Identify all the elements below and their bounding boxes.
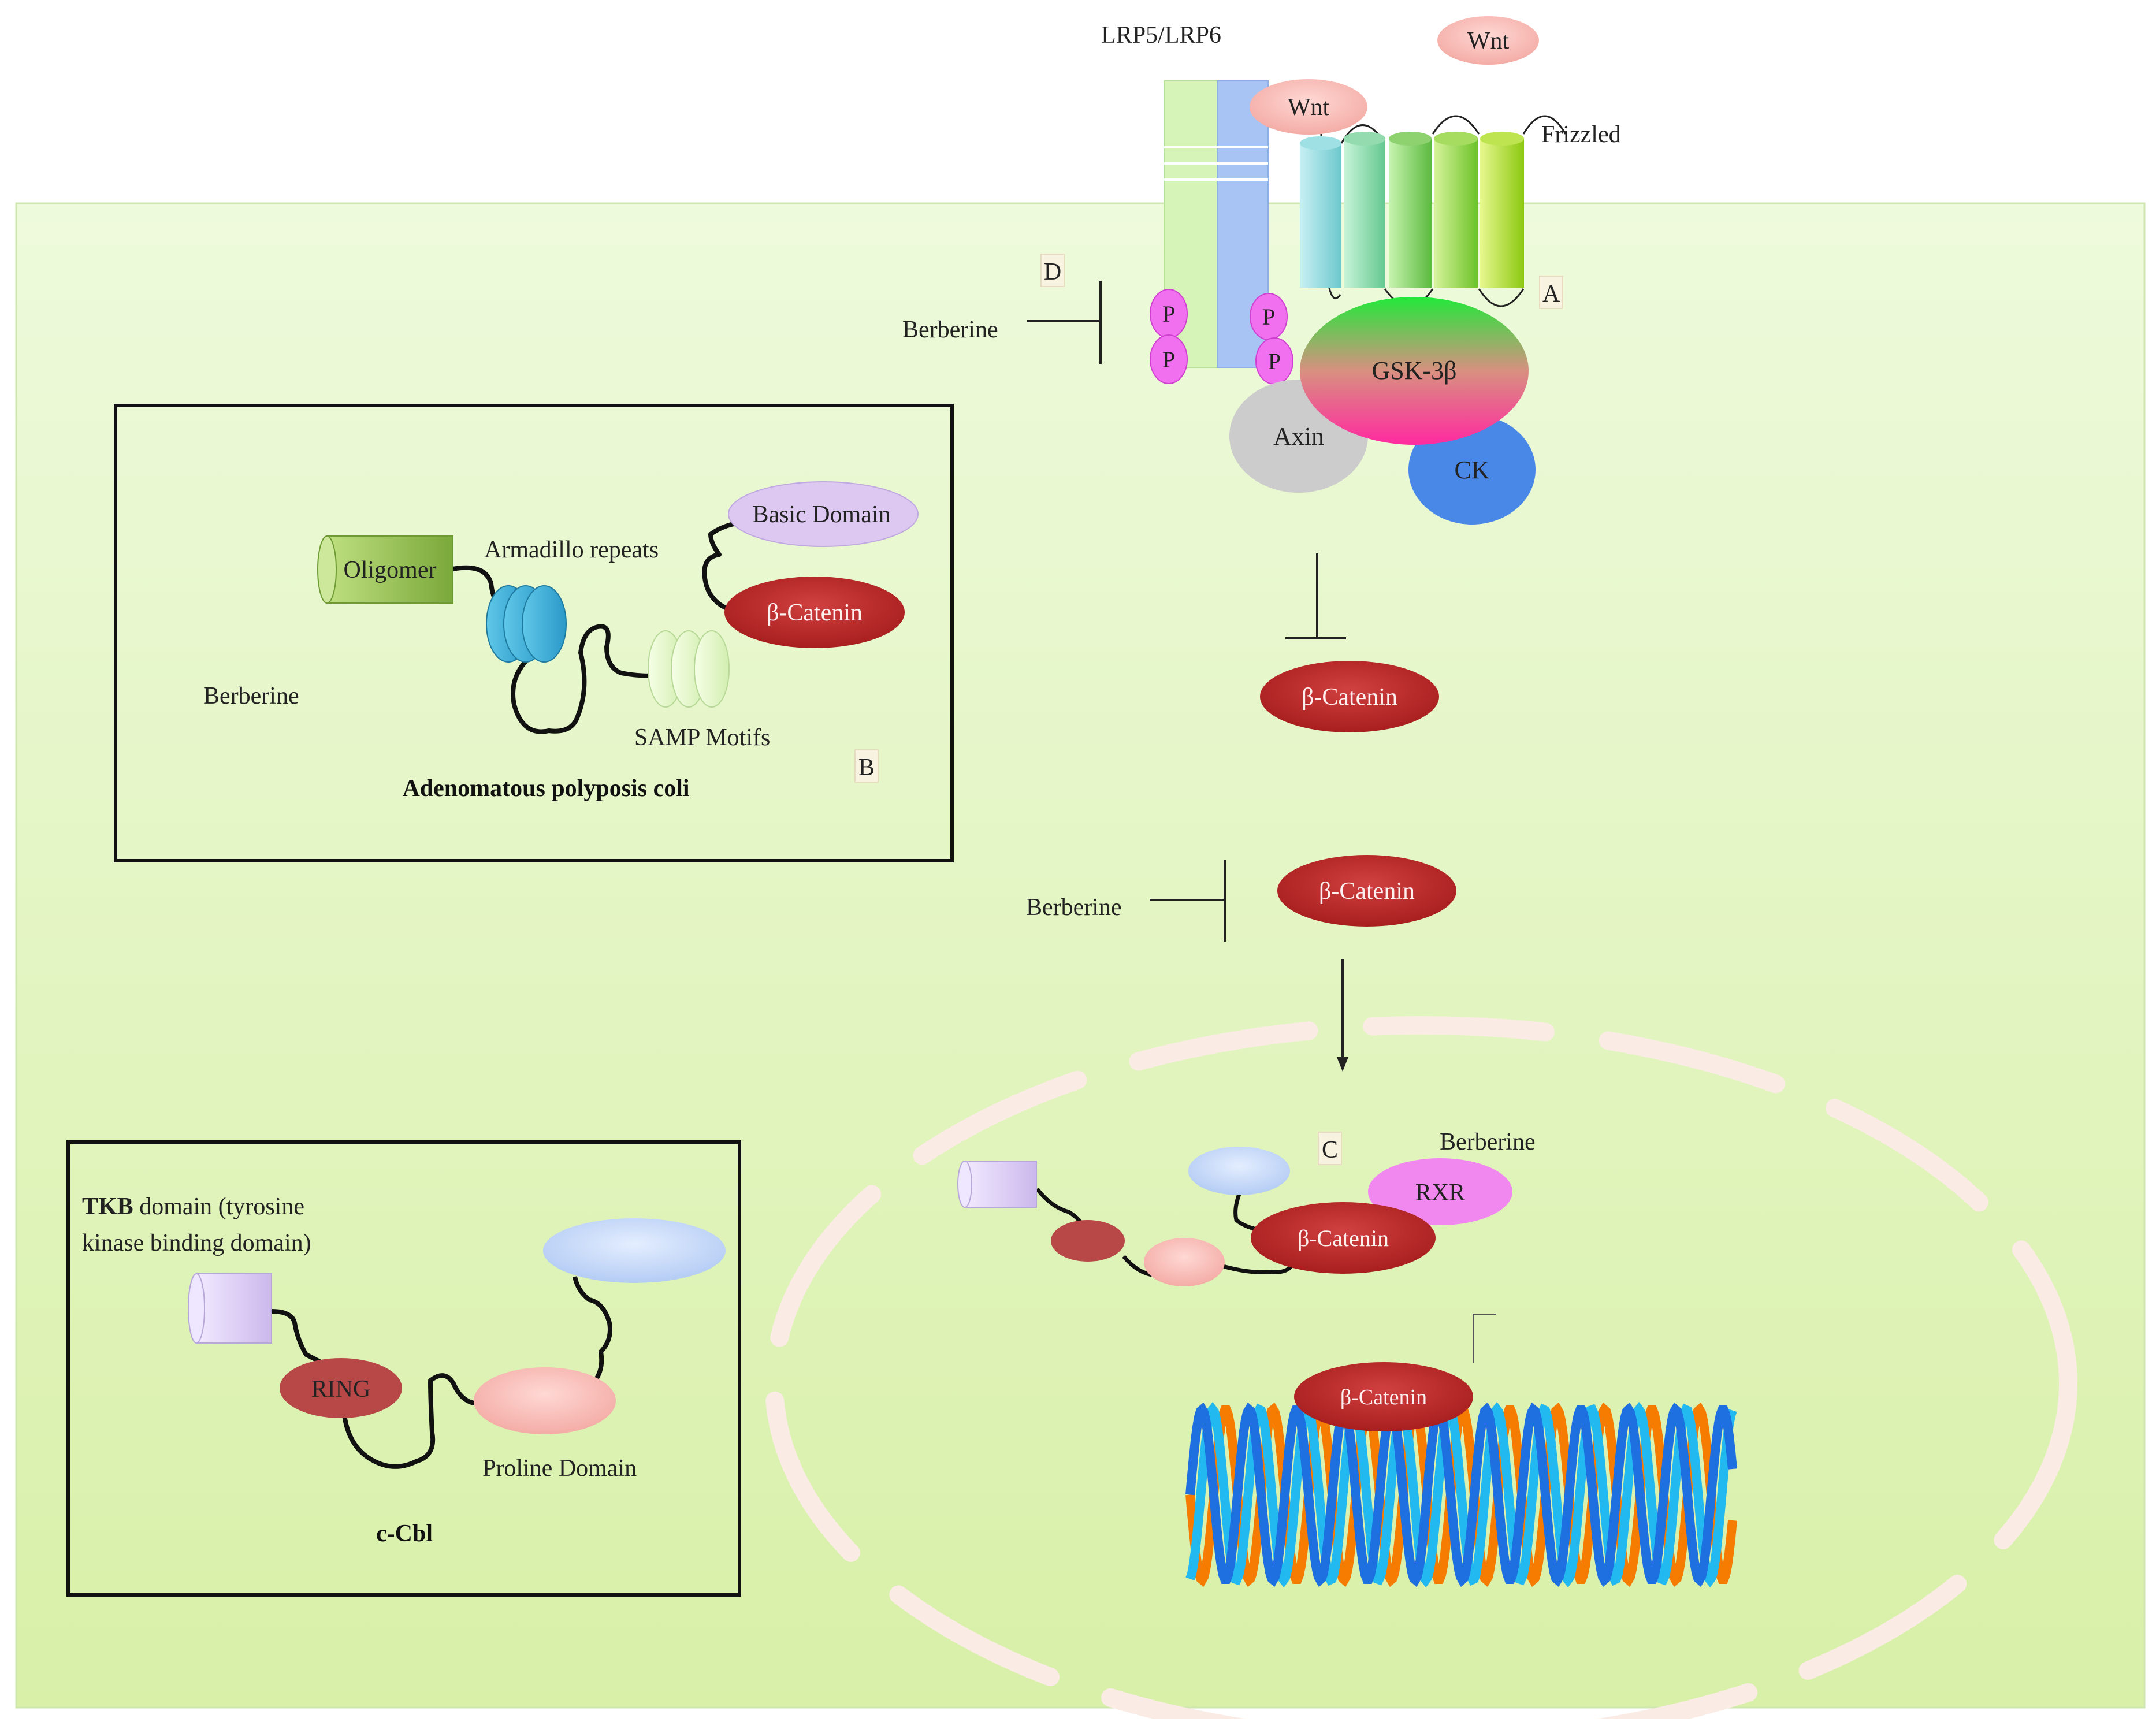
svg-text:β-Catenin: β-Catenin: [767, 600, 863, 626]
marker-c-box: [1318, 1132, 1342, 1165]
rxr: [1368, 1158, 1512, 1225]
svg-text:P: P: [1162, 347, 1175, 373]
berberine-mid-label: Berberine: [1026, 894, 1122, 921]
ring-label: RING: [311, 1376, 371, 1403]
berberine-apc-label: Berberine: [203, 683, 299, 709]
inhibition-bar-mid: [1150, 860, 1226, 942]
berberine-c-label: Berberine: [1440, 1129, 1536, 1155]
lrp-receptor: [1164, 80, 1269, 368]
marker-c: C: [1322, 1137, 1338, 1163]
svg-text:P: P: [1262, 304, 1275, 330]
marker-b: B: [858, 754, 875, 781]
dna-strand: [1185, 1402, 1737, 1587]
apc-title: Adenomatous polyposis coli: [402, 775, 689, 802]
phospho-sites: P P P P: [1150, 289, 1293, 385]
marker-d-box: [1040, 254, 1065, 287]
nucleus-envelope: [765, 1016, 2077, 1722]
nuclear-translocation-arrow: [1337, 959, 1348, 1072]
beta-catenin-nucleus: [1251, 1202, 1436, 1274]
ck-label: CK: [1454, 456, 1489, 484]
tkb-label-line1: TKB domain (tyrosine: [82, 1193, 304, 1220]
marker-d: D: [1044, 259, 1061, 285]
svg-text:P: P: [1268, 348, 1281, 374]
inhibition-bar-complex: [1285, 553, 1346, 639]
oligomer-label: Oligomer: [344, 557, 437, 583]
inhibition-bar-d: [1027, 281, 1102, 364]
beta-catenin-cytoplasm-2: [1277, 855, 1456, 927]
marker-a-box: [1539, 276, 1563, 309]
wnt-bound-label: Wnt: [1288, 94, 1330, 121]
lrp-label: LRP5/LRP6: [1101, 22, 1221, 49]
svg-text:β-Catenin: β-Catenin: [1319, 878, 1415, 905]
gsk-3b: [1300, 297, 1529, 445]
axin-label: Axin: [1273, 422, 1324, 451]
tkb-label-line2: kinase binding domain): [82, 1230, 311, 1256]
frizzled-helices: [1300, 132, 1524, 288]
proline-label: Proline Domain: [482, 1455, 637, 1482]
cell-membrane-area: [15, 202, 2146, 1709]
wnt-top: [1437, 16, 1539, 65]
svg-text:β-Catenin: β-Catenin: [1340, 1385, 1427, 1409]
connector-line: [1473, 1314, 1496, 1363]
cbl-title: c-Cbl: [376, 1520, 433, 1547]
marker-a: A: [1542, 281, 1560, 307]
apc-box: Berberine Oligomer Armadillo repeats SAM…: [114, 404, 954, 862]
wnt-bound: [1250, 79, 1367, 135]
beta-catenin-dna-bound: [1294, 1362, 1473, 1431]
wnt-top-label: Wnt: [1467, 28, 1510, 54]
cbl-box: TKB domain (tyrosine kinase binding doma…: [66, 1140, 741, 1597]
gsk-label: GSK-3β: [1371, 356, 1456, 385]
basic-domain-label: Basic Domain: [752, 501, 890, 528]
svg-text:β-Catenin: β-Catenin: [1298, 1225, 1389, 1251]
rxr-label: RXR: [1415, 1180, 1465, 1206]
svg-text:P: P: [1162, 301, 1175, 327]
samp-label: SAMP Motifs: [634, 724, 770, 751]
beta-catenin-cytoplasm-1: [1260, 661, 1439, 732]
armadillo-label: Armadillo repeats: [484, 537, 659, 563]
berberine-d-label: Berberine: [902, 317, 998, 343]
frizzled-label: Frizzled: [1541, 121, 1621, 148]
svg-text:β-Catenin: β-Catenin: [1302, 684, 1397, 711]
nuclear-complex: RXR β-Catenin: [957, 1147, 1512, 1286]
